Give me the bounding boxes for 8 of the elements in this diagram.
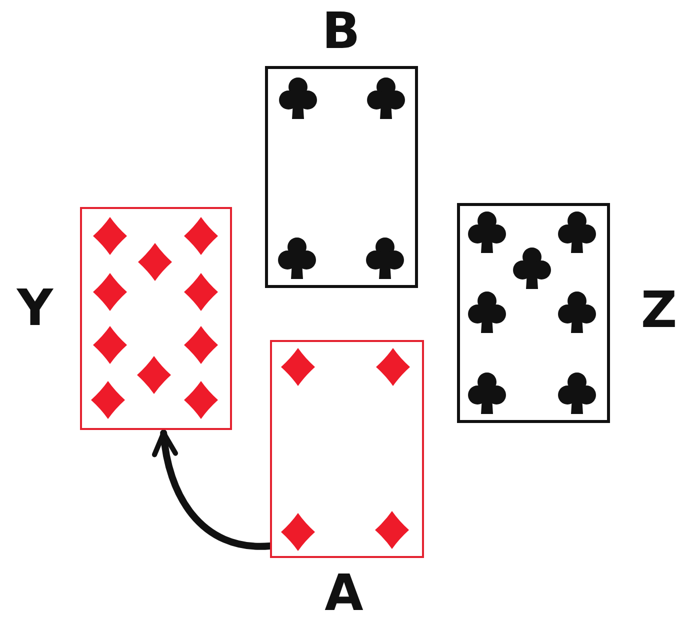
playing-card bbox=[80, 207, 232, 430]
playing-card bbox=[270, 340, 424, 558]
position-letter: Y bbox=[16, 283, 54, 333]
position-letter: B bbox=[322, 6, 360, 56]
playing-card bbox=[265, 66, 418, 288]
position-letter: A bbox=[324, 568, 364, 618]
position-letter: Z bbox=[640, 285, 678, 335]
playing-card bbox=[457, 203, 610, 423]
